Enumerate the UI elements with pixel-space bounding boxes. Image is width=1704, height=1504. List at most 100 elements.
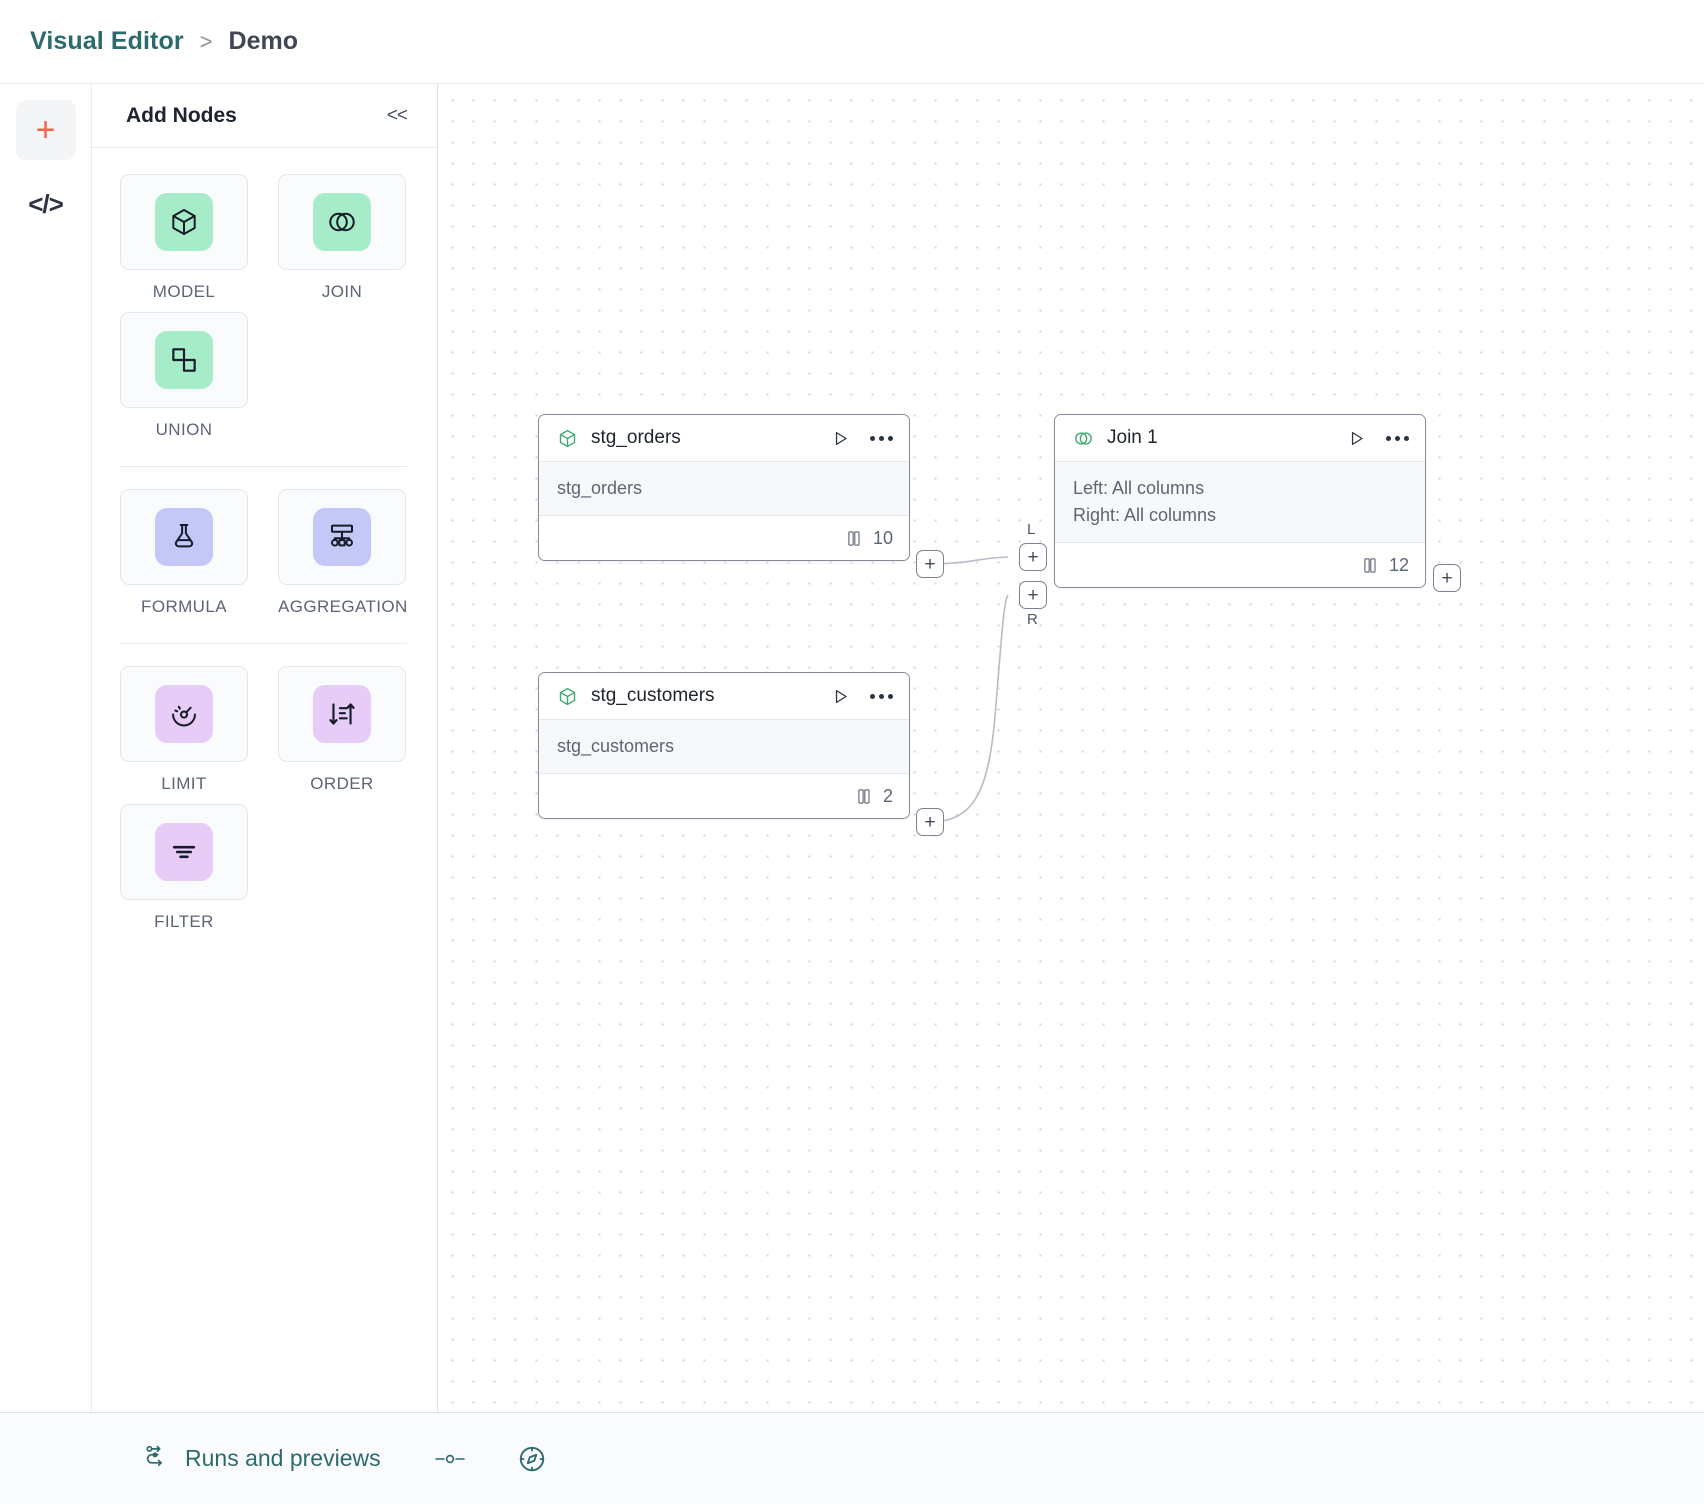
node-palette-item-formula[interactable]: FORMULA [120, 489, 248, 617]
union-shapes-icon [172, 348, 196, 372]
join-left-port-label: L [1027, 521, 1036, 538]
run-node-button[interactable] [1347, 429, 1366, 448]
filter-swatch [155, 823, 213, 881]
node-title: stg_orders [591, 427, 681, 448]
node-header: Join 1 [1055, 415, 1425, 462]
union-swatch [155, 331, 213, 389]
palette-divider-1 [120, 466, 407, 467]
filter-label: FILTER [154, 912, 214, 931]
node-title: stg_customers [591, 685, 715, 706]
node-body-line-left: Left: All columns [1073, 478, 1205, 498]
breadcrumb-root-link[interactable]: Visual Editor [30, 27, 184, 55]
column-count: 12 [1363, 555, 1409, 576]
model-tile[interactable] [120, 174, 248, 270]
run-node-button[interactable] [831, 687, 850, 706]
runs-and-previews-button[interactable]: Runs and previews [142, 1443, 381, 1475]
node-more-button[interactable] [870, 693, 893, 699]
node-palette-item-filter[interactable]: FILTER [120, 804, 248, 932]
join-output-port[interactable]: + [1433, 564, 1461, 592]
node-footer: 10 [539, 516, 909, 560]
node-body-line: stg_customers [557, 736, 675, 756]
plus-icon: + [35, 111, 56, 149]
join-right-port-label: R [1027, 611, 1038, 628]
node-group-transforms: FORMULA [120, 489, 407, 627]
column-count: 10 [847, 528, 893, 549]
collapse-panel-button[interactable]: << [386, 104, 408, 126]
flask-icon [174, 524, 194, 548]
runs-and-previews-label: Runs and previews [185, 1445, 381, 1471]
formula-tile[interactable] [120, 489, 248, 585]
palette-divider-2 [120, 643, 407, 644]
venn-icon [329, 212, 355, 232]
node-palette-item-union[interactable]: UNION [120, 312, 248, 440]
node-palette-item-aggregation[interactable]: AGGREGATION [278, 489, 408, 617]
slider-toggle-button[interactable] [433, 1449, 467, 1469]
code-view-rail-button[interactable]: </> [16, 174, 76, 234]
panel-title: Add Nodes [126, 103, 237, 127]
compass-button[interactable] [517, 1444, 547, 1474]
limit-tile[interactable] [120, 666, 248, 762]
node-header: stg_customers [539, 673, 909, 720]
order-swatch [313, 685, 371, 743]
cube-icon [172, 209, 196, 235]
add-nodes-panel: Add Nodes << [92, 84, 438, 1412]
flow-node-stg-orders[interactable]: stg_orders stg_orders [538, 414, 910, 561]
node-title: Join 1 [1107, 427, 1158, 448]
node-more-button[interactable] [870, 435, 893, 441]
editor-body: + </> Add Nodes << [0, 84, 1704, 1412]
breadcrumb-bar: Visual Editor > Demo [0, 0, 1704, 84]
filter-tile[interactable] [120, 804, 248, 900]
flow-node-join-1[interactable]: Join 1 Left: All columns Right: All colu… [1054, 414, 1426, 588]
add-node-rail-button[interactable]: + [15, 100, 76, 160]
breadcrumb-separator: > [199, 28, 213, 54]
run-node-button[interactable] [831, 429, 850, 448]
join-right-input-port[interactable]: + [1019, 581, 1047, 609]
aggregation-swatch [313, 508, 371, 566]
union-label: UNION [155, 420, 213, 439]
columns-icon [848, 530, 860, 546]
stg-orders-output-port[interactable]: + [916, 550, 944, 578]
union-tile[interactable] [120, 312, 248, 408]
filter-lines-icon [172, 845, 196, 859]
join-tile[interactable] [278, 174, 406, 270]
add-nodes-panel-body: MODEL JOIN [92, 148, 437, 942]
model-swatch [155, 193, 213, 251]
node-actions [1347, 429, 1409, 448]
node-palette-item-join[interactable]: JOIN [278, 174, 406, 302]
node-group-sources: MODEL JOIN [120, 174, 407, 450]
node-footer: 12 [1055, 543, 1425, 587]
column-count-value: 2 [882, 785, 893, 806]
order-tile[interactable] [278, 666, 406, 762]
formula-label: FORMULA [141, 597, 227, 616]
node-palette-item-order[interactable]: ORDER [278, 666, 406, 794]
cube-icon [557, 427, 579, 449]
formula-swatch [155, 508, 213, 566]
columns-icon [858, 788, 870, 804]
aggregation-label: AGGREGATION [278, 597, 408, 616]
join-left-input-port[interactable]: + [1019, 543, 1047, 571]
breadcrumb-current: Demo [228, 27, 298, 55]
flow-run-icon [142, 1443, 169, 1475]
stg-customers-output-port[interactable]: + [916, 808, 944, 836]
column-count: 2 [857, 786, 893, 807]
limit-label: LIMIT [161, 774, 207, 793]
bottom-bar: Runs and previews [0, 1412, 1704, 1504]
order-label: ORDER [310, 774, 374, 793]
node-header: stg_orders [539, 415, 909, 462]
node-more-button[interactable] [1386, 435, 1409, 441]
node-body: stg_orders [539, 462, 909, 516]
flow-node-stg-customers[interactable]: stg_customers stg_customers [538, 672, 910, 819]
venn-icon [1073, 427, 1095, 449]
node-palette-item-limit[interactable]: LIMIT [120, 666, 248, 794]
join-swatch [313, 193, 371, 251]
node-body: stg_customers [539, 720, 909, 774]
columns-icon [1364, 557, 1376, 573]
flow-canvas[interactable]: stg_orders stg_orders [438, 84, 1704, 1412]
node-footer: 2 [539, 774, 909, 818]
node-palette-item-model[interactable]: MODEL [120, 174, 248, 302]
aggregation-tile[interactable] [278, 489, 406, 585]
column-count-value: 12 [1388, 554, 1409, 575]
column-count-value: 10 [872, 527, 893, 548]
node-body-line-right: Right: All columns [1073, 505, 1217, 525]
